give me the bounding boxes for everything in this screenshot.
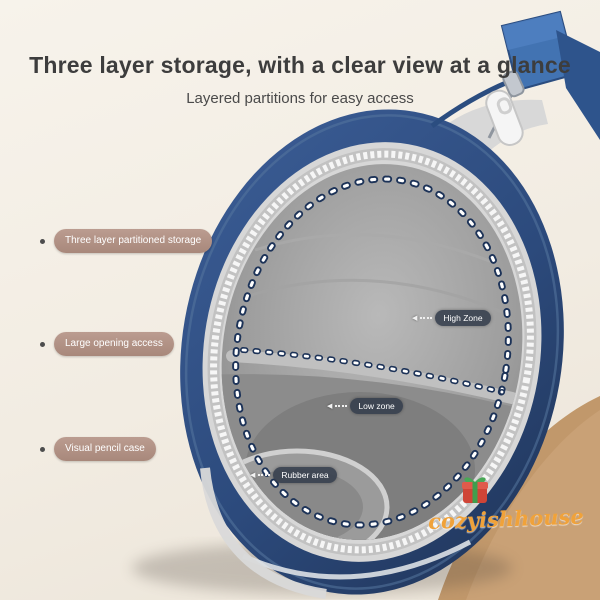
- shoulder-strap: [430, 10, 600, 140]
- zipper-slider: [502, 70, 525, 98]
- table-surface-shade: [438, 396, 600, 600]
- page-subtitle: Layered partitions for easy access: [186, 90, 414, 107]
- callout-three-layer: Three layer partitioned storage: [40, 229, 213, 253]
- page-title: Three layer storage, with a clear view a…: [29, 52, 571, 78]
- dotted-leader: [258, 474, 271, 476]
- zone-tag: Rubber area: [273, 467, 337, 483]
- bullet-dot-icon: [40, 238, 45, 244]
- callout-label: Visual pencil case: [54, 437, 156, 461]
- zipper-teeth: [210, 150, 534, 554]
- header: Three layer storage, with a clear view a…: [0, 52, 600, 107]
- dotted-divider-line: [240, 347, 505, 395]
- bottom-trim: [241, 539, 472, 580]
- padded-divider: [226, 350, 518, 404]
- left-arrow-icon: ◀: [250, 471, 256, 479]
- left-arrow-icon: ◀: [327, 402, 333, 410]
- callout-visual-pencil-case: Visual pencil case: [40, 437, 156, 461]
- zone-tag: High Zone: [435, 310, 491, 326]
- bullet-dot-icon: [40, 446, 45, 452]
- bag-exterior-highlight: [184, 114, 560, 590]
- zone-label-low: ◀ Low zone: [327, 398, 403, 414]
- zone-label-high: ◀ High Zone: [412, 310, 491, 326]
- dotted-leader: [420, 317, 433, 319]
- left-arrow-icon: ◀: [412, 314, 418, 322]
- zone-tag: Low zone: [350, 398, 403, 414]
- watermark-text: cozyishhouse: [427, 503, 585, 534]
- zipper-pull: [485, 70, 525, 146]
- callout-large-opening: Large opening access: [40, 332, 174, 356]
- zone-label-rubber: ◀ Rubber area: [250, 467, 337, 483]
- callout-label: Large opening access: [54, 332, 174, 356]
- dotted-opening-line: [232, 175, 512, 529]
- pencil-case-lid: [200, 467, 327, 599]
- bullet-dot-icon: [40, 341, 45, 347]
- dotted-leader: [335, 405, 348, 407]
- watermark: cozyishhouse: [427, 472, 600, 534]
- callout-label: Three layer partitioned storage: [54, 229, 213, 253]
- gift-icon: [462, 477, 488, 503]
